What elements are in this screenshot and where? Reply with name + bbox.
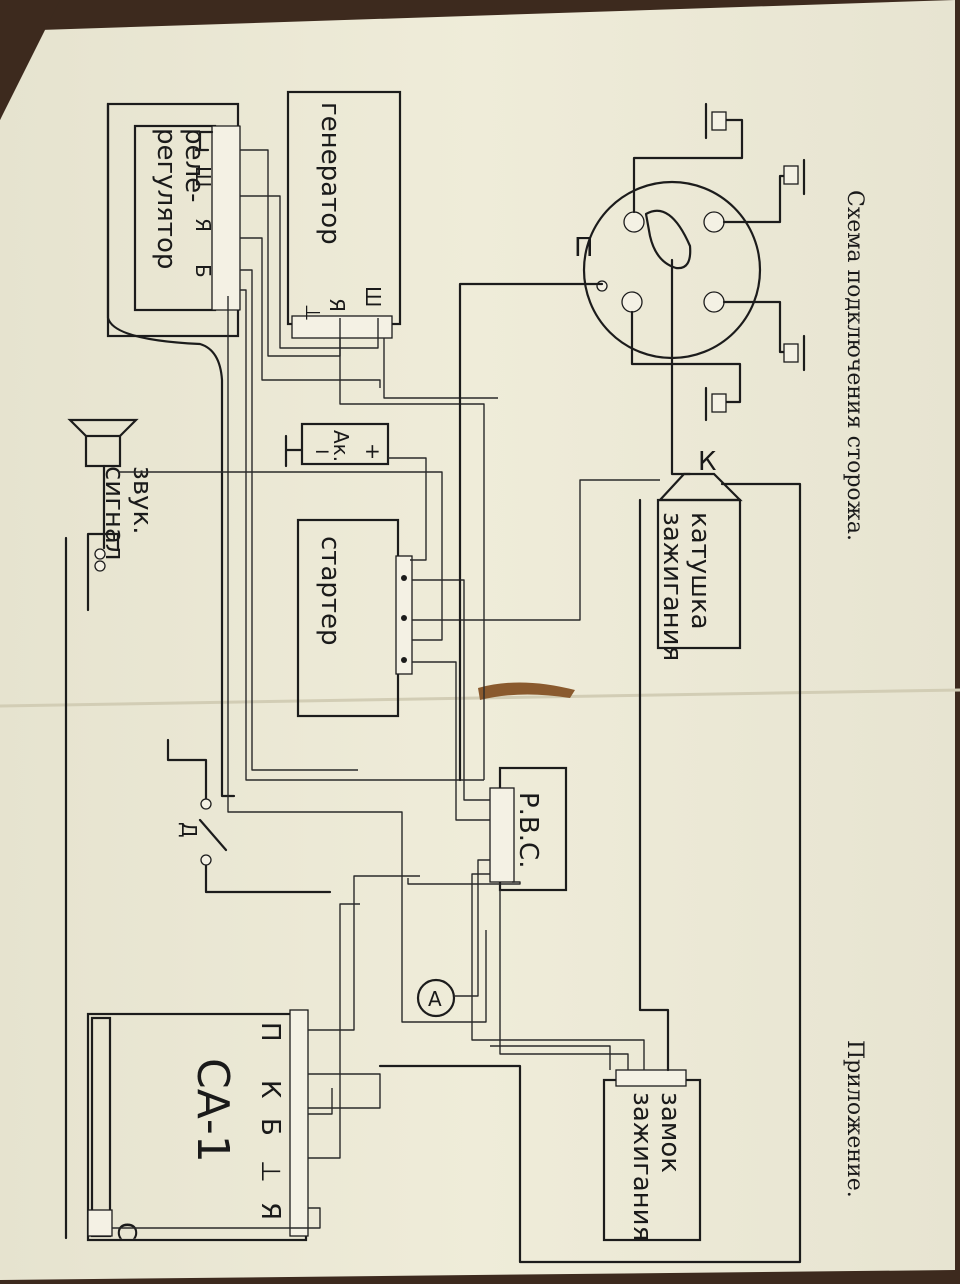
ignition-lock-label-2: зажигания [627, 1092, 657, 1241]
relay-terminal-ya: Я [191, 218, 215, 232]
spark-plug-1 [632, 102, 744, 214]
ignition-lock: замок зажигания [602, 1069, 702, 1241]
alarm-terminal-b: Б [255, 1118, 285, 1136]
dark-background-corner [0, 0, 60, 120]
battery-label: Ак. [329, 430, 353, 462]
starter-label: стартер [315, 536, 345, 646]
ignition-coil-terminal-k: К [698, 447, 716, 477]
diagram-title: Схема подключения сторожа. [842, 190, 867, 541]
alarm-terminal-c: С [111, 1222, 141, 1240]
relay-regulator: реле- регулятор Ш Я Б [106, 102, 241, 338]
generator: генератор Ш Я ⊥ [286, 90, 402, 339]
rvs-relay: Р.В.С. [489, 766, 568, 892]
alarm-terminal-k: К [255, 1080, 285, 1098]
battery: Ак. + − [284, 422, 390, 468]
battery-plus: + [364, 439, 381, 463]
spark-plug-2 [722, 158, 806, 224]
spark-plug-3 [722, 300, 806, 372]
horn-label: звук. [127, 466, 157, 535]
generator-terminal-ground: ⊥ [301, 304, 325, 321]
rvs-label: Р.В.С. [513, 792, 543, 868]
alarm-terminal-ya: Я [255, 1202, 285, 1220]
ignition-coil-label-2: зажигания [657, 512, 687, 661]
battery-minus: − [314, 439, 331, 463]
relay-terminal-b: Б [191, 264, 215, 278]
relay-terminal-sh: Ш [191, 166, 215, 187]
door-switch-label: Д [177, 822, 201, 838]
ignition-lock-label: замок [655, 1092, 685, 1173]
ammeter-label: A [428, 987, 442, 1011]
alarm-terminal-p: П [255, 1022, 285, 1042]
generator-label: генератор [315, 102, 345, 245]
distributor-terminal-p: П [574, 233, 594, 263]
relay-regulator-label-2: регулятор [151, 128, 181, 269]
ignition-coil: катушка зажигания К [656, 258, 743, 661]
generator-terminal-ya: Я [325, 298, 349, 312]
wiring-harness [106, 102, 802, 1264]
door-switch: Д [166, 738, 332, 894]
alarm-unit-ca1: СА-1 П К Б ⊥ Я С [86, 1009, 309, 1242]
ammeter: A [416, 978, 456, 1018]
generator-terminal-sh: Ш [361, 286, 385, 307]
paper-tear [478, 682, 575, 700]
appendix-label: Приложение. [842, 1040, 867, 1198]
spark-plug-4 [630, 310, 742, 422]
starter: стартер [296, 518, 413, 718]
ignition-coil-label: катушка [685, 512, 715, 630]
alarm-unit-label: СА-1 [187, 1058, 238, 1163]
horn: звук. сигнал [64, 418, 157, 1240]
alarm-terminal-ground: ⊥ [255, 1160, 285, 1183]
relay-regulator-label: реле- [179, 128, 209, 203]
